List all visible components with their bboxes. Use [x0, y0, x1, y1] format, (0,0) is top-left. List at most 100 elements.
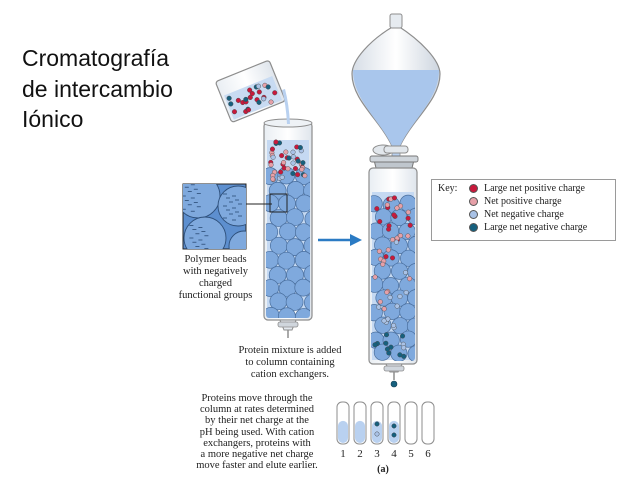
protein-dot [374, 421, 380, 427]
protein-dot [290, 149, 296, 155]
eluting-drop [390, 380, 398, 388]
protein-dot [391, 195, 397, 201]
protein-dot [391, 322, 397, 328]
tube-label: 6 [425, 448, 431, 460]
protein-dot [292, 166, 298, 172]
process-arrow [318, 234, 362, 246]
polymer-bead [295, 194, 310, 213]
polymer-bead [277, 251, 296, 270]
pour-stream [282, 89, 290, 124]
polymer-bead [303, 181, 310, 200]
tube-glass [404, 401, 418, 445]
protein-dot [295, 172, 301, 178]
protein-dot [286, 155, 292, 161]
polymer-bead [407, 235, 415, 253]
protein-dot [300, 160, 306, 166]
step2-caption-line: column at rates determined [200, 404, 314, 416]
figure-label: (a) [377, 464, 389, 475]
collection-tube [404, 401, 418, 445]
protein-dot [256, 99, 262, 105]
protein-dot [279, 153, 285, 159]
protein-dot [279, 174, 285, 180]
polymer-bead [294, 251, 310, 269]
polymer-bead [304, 293, 310, 312]
polymer-bead [303, 236, 310, 255]
protein-dot [376, 248, 382, 254]
polymer-bead [407, 345, 415, 361]
protein-dot [383, 340, 389, 346]
protein-dot [384, 202, 390, 208]
protein-dot [228, 101, 234, 107]
inset-caption-line: with negatively [182, 266, 249, 277]
protein-dot [273, 139, 279, 145]
protein-dot [380, 261, 386, 267]
legend-item: Net negative charge [469, 209, 564, 222]
collection-tube [421, 401, 435, 445]
protein-dot [290, 160, 296, 166]
inset-caption-line: Polymer beads [184, 254, 247, 265]
title-line-2: de intercambio [22, 76, 173, 102]
protein-dot [256, 83, 262, 89]
tube-glass [387, 401, 401, 445]
negative-dot-icon [469, 210, 478, 220]
polymer-bead [400, 249, 415, 267]
left-column-beads [266, 166, 310, 318]
polymer-bead [406, 317, 415, 335]
legend-title: Key: [438, 183, 458, 194]
protein-dot [270, 176, 276, 182]
polymer-bead [286, 266, 304, 284]
large-positive-dot-icon [469, 184, 478, 194]
funnel-stopper [389, 13, 403, 29]
protein-dot [302, 173, 308, 179]
protein-dot [391, 212, 397, 218]
protein-dot [374, 206, 380, 212]
protein-dot [278, 169, 284, 175]
protein-dot [384, 332, 390, 338]
left-column-proteins [268, 139, 308, 183]
protein-dot [383, 254, 389, 260]
step1-caption-line: Protein mixture is added [238, 345, 342, 356]
protein-dot [405, 233, 411, 239]
tube-label: 3 [374, 448, 380, 460]
protein-dot [246, 107, 252, 113]
protein-dot [397, 293, 403, 299]
tube-glass [370, 401, 384, 445]
protein-dot [243, 96, 249, 102]
protein-dot [391, 432, 397, 438]
polymer-bead [285, 293, 304, 311]
polymer-bead [399, 303, 415, 321]
tube-liquid [389, 420, 399, 443]
polymer-bead [266, 223, 279, 241]
step1-caption: Protein mixture is added to column conta… [226, 345, 354, 381]
left-column [263, 118, 313, 338]
tube-glass [421, 401, 435, 445]
tube-label: 1 [340, 448, 346, 460]
polymer-bead [295, 308, 310, 318]
legend-item: Large net negative charge [469, 222, 587, 235]
protein-dot [265, 84, 271, 90]
polymer-bead [407, 289, 415, 307]
protein-dot [394, 205, 400, 211]
protein-dot [405, 215, 411, 221]
protein-dot [285, 166, 291, 172]
collection-tube [353, 401, 367, 445]
tube-liquid [338, 420, 348, 443]
protein-dot [235, 97, 241, 103]
tube-label: 2 [357, 448, 363, 460]
protein-dot [226, 95, 232, 101]
inset-caption: Polymer beads with negatively charged fu… [158, 254, 273, 302]
bead-inset [182, 183, 288, 250]
inset-caption-line: functional groups [178, 290, 253, 301]
protein-dot [381, 306, 387, 312]
protein-dot [390, 255, 396, 261]
protein-dot [401, 345, 407, 351]
beaker-proteins [226, 82, 278, 115]
protein-dot [272, 90, 278, 96]
protein-dot [281, 160, 287, 166]
step1-caption-line: to column containing [245, 357, 335, 368]
collection-tube [387, 401, 401, 445]
protein-dot [376, 304, 382, 310]
beaker [215, 60, 286, 123]
protein-dot [387, 294, 393, 300]
step2-caption-line: pH being used. With cation [199, 426, 315, 438]
